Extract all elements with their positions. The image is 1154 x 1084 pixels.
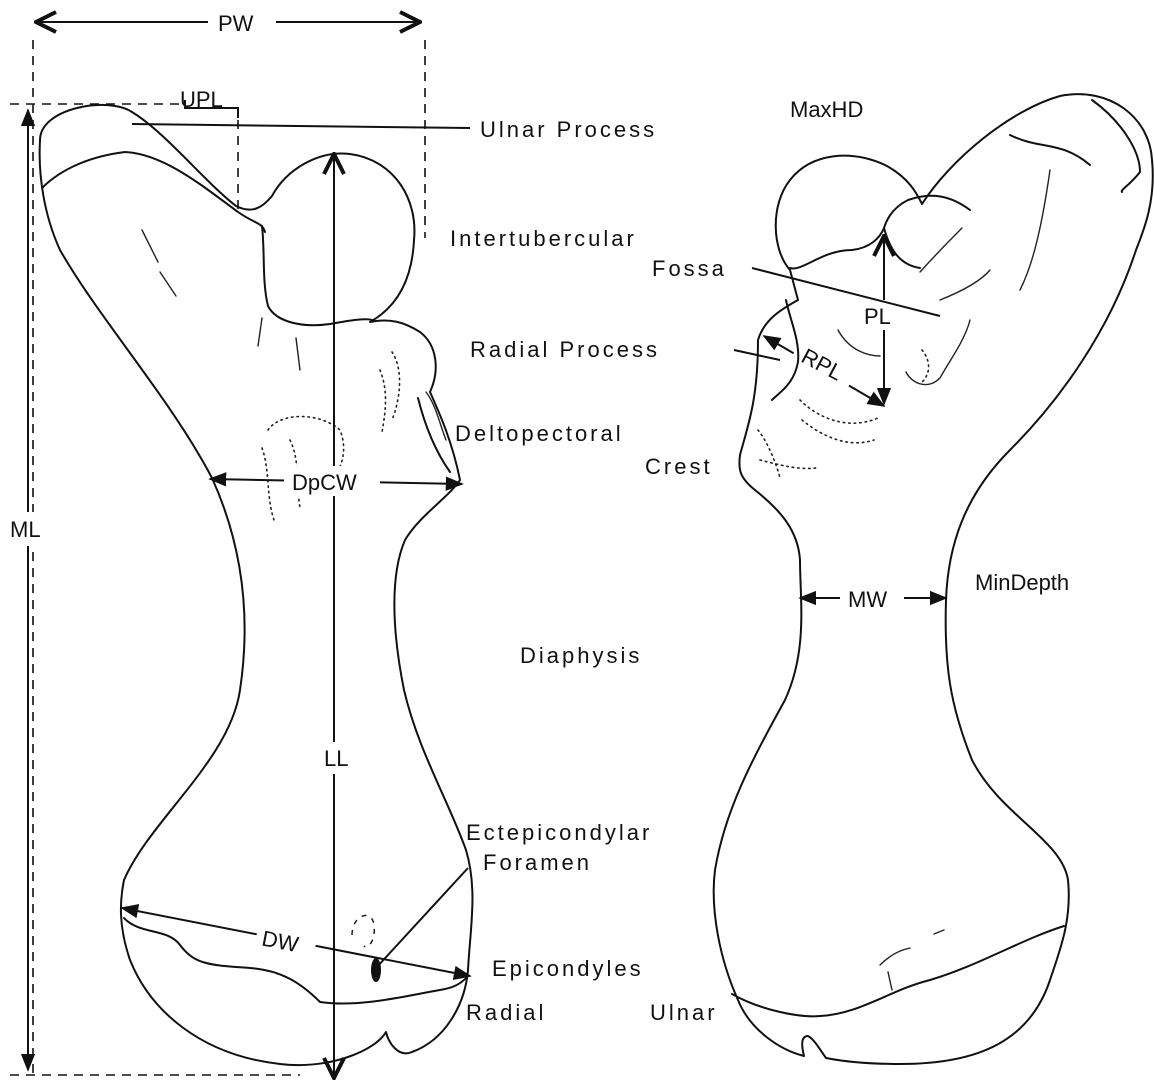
measurement-lines — [6, 8, 946, 1078]
right-interior-stroke — [880, 948, 910, 965]
right-interior-stroke — [888, 972, 892, 990]
mindepth-label: MinDepth — [975, 570, 1069, 595]
right-fossa-inner — [920, 228, 962, 272]
radial-process-label: Radial Process — [470, 337, 660, 362]
fossa-leader — [752, 268, 940, 316]
left-interior-stroke — [296, 338, 300, 370]
ml-label: ML — [10, 517, 41, 542]
upl-label: UPL — [180, 87, 223, 112]
left-interior-stroke — [160, 272, 176, 296]
right-humerus-outline — [714, 94, 1153, 1064]
ectepicondylar-label: Ectepicondylar — [466, 820, 652, 845]
diaphysis-label: Diaphysis — [520, 643, 642, 668]
right-fossa-margin — [884, 228, 920, 268]
right-distal-articulation — [732, 926, 1064, 1016]
left-humerus-outline — [40, 105, 473, 1065]
radial-label: Radial — [466, 1000, 546, 1025]
right-stipple-scar — [758, 430, 780, 478]
right-stipple-scar — [800, 400, 878, 423]
dpcw-label: DpCW — [292, 470, 357, 495]
left-foramen-outline — [352, 915, 374, 946]
left-humerus — [40, 105, 473, 1065]
left-head-ridge — [262, 226, 372, 325]
ulnar-process-label: Ulnar Process — [480, 117, 657, 142]
left-stipple-scar — [392, 352, 400, 420]
pl-label: PL — [864, 304, 891, 329]
left-stipple-scar — [380, 370, 386, 432]
right-head-cap — [1092, 100, 1140, 192]
right-interior-stroke — [934, 930, 944, 934]
right-fossa-inner — [906, 320, 970, 385]
measurement-guides — [10, 40, 425, 1075]
foramen-mark — [371, 958, 381, 982]
right-fossa-inner — [838, 330, 880, 356]
left-articular-margin — [42, 152, 265, 232]
right-stipple-scar — [920, 350, 929, 384]
right-stipple-scar — [760, 460, 816, 468]
right-fossa-inner — [940, 270, 990, 300]
ulnar-label: Ulnar — [650, 1000, 718, 1025]
ll-label: LL — [324, 746, 348, 771]
left-stipple-scar — [262, 448, 274, 520]
labels: PW UPL Ulnar Process MaxHD Intertubercul… — [10, 11, 1069, 1025]
epicondyles-label: Epicondyles — [492, 956, 644, 981]
maxhd-label: MaxHD — [790, 97, 863, 122]
intertubercular-label: Intertubercular — [450, 226, 637, 251]
foramen-label: Foramen — [483, 850, 592, 875]
pw-label: PW — [218, 11, 254, 36]
right-humerus — [714, 94, 1153, 1064]
right-fossa-inner — [1020, 170, 1050, 290]
left-crest-margin — [418, 398, 450, 472]
right-head-ridge — [1010, 135, 1090, 165]
deltopectoral-label: Deltopectoral — [455, 421, 624, 446]
foramen-leader — [376, 868, 468, 968]
crest-label: Crest — [645, 454, 713, 479]
fossa-label: Fossa — [652, 256, 727, 281]
right-fossa-outline — [790, 196, 970, 269]
right-stipple-scar — [802, 420, 874, 443]
left-interior-stroke — [142, 230, 158, 262]
left-interior-stroke — [258, 318, 262, 346]
mw-label: MW — [848, 587, 887, 612]
ulnar-process-leader — [132, 124, 470, 128]
